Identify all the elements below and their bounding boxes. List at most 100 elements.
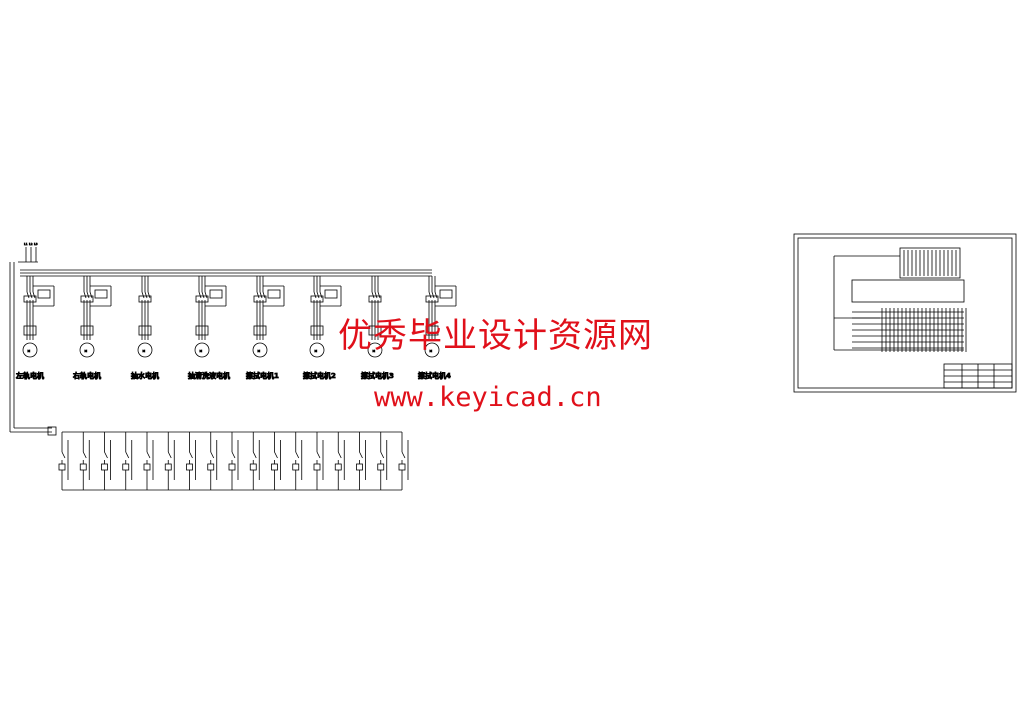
rung-contact: [274, 451, 278, 459]
contactor-contact: [32, 291, 36, 299]
phase-label: L2: [29, 242, 33, 246]
rung-contact: [380, 451, 385, 459]
contactor-contact: [374, 291, 378, 299]
control-rung: [292, 432, 303, 490]
rung-contact: [189, 451, 193, 459]
motor-letter: M: [28, 349, 31, 353]
rung-contact: [252, 451, 257, 459]
phase-label: L1: [24, 242, 28, 246]
control-rung: [271, 432, 281, 490]
rung-coil: [313, 463, 321, 471]
thermal-relay-box: [310, 325, 324, 336]
contactor-contact: [89, 291, 93, 299]
motor-letter: M: [200, 349, 203, 353]
contactor-contact: [313, 291, 317, 299]
motor-branch: M 擦拭电机1: [246, 276, 285, 380]
contactor-contact: [377, 291, 381, 299]
rung-contact: [146, 451, 151, 459]
reversing-contactor-box: [324, 289, 338, 299]
motor-symbol: [252, 342, 268, 358]
control-rung: [228, 432, 239, 490]
contactor-contact: [26, 291, 30, 299]
contactor-box: [23, 295, 37, 303]
motor-letter: M: [85, 349, 88, 353]
contactor-row-box: [851, 279, 965, 303]
contactor-box: [138, 295, 152, 303]
contactor-contact: [256, 291, 260, 299]
contactor-contact: [29, 291, 33, 299]
motor-label: 抽水电机: [131, 371, 159, 380]
contactor-contact: [201, 291, 205, 299]
control-rung: [186, 432, 196, 490]
motor-branch: M 右轨电机: [72, 276, 112, 380]
contactor-contact: [371, 291, 375, 299]
contactor-contact: [141, 291, 145, 299]
contactor-box: [368, 295, 382, 303]
terminal-header-block: [899, 247, 961, 279]
contactor-contact: [259, 291, 263, 299]
thermal-relay-box: [138, 325, 152, 336]
rung-coil: [207, 463, 215, 471]
sheet-outer-frame: [793, 233, 1017, 393]
contactor-box: [253, 295, 267, 303]
motor-symbol: [194, 342, 210, 358]
control-rung: [79, 432, 90, 490]
control-fuse: [47, 426, 57, 436]
motor-label: 右轨电机: [72, 371, 101, 380]
rung-coil: [164, 463, 172, 471]
motor-branch: M 左轨电机: [15, 276, 55, 380]
control-circuit: [47, 426, 409, 491]
reversing-contactor-box: [267, 289, 281, 299]
rung-coil: [334, 463, 342, 471]
contactor-box: [310, 295, 324, 303]
thermal-relay-box: [80, 325, 94, 336]
thermal-relay-box: [195, 325, 209, 336]
contactor-box: [425, 295, 439, 303]
rung-contact: [401, 451, 406, 459]
motor-letter: M: [258, 349, 261, 353]
motor-symbol: [79, 342, 95, 358]
rung-coil: [398, 463, 406, 471]
motor-label: 左轨电机: [15, 371, 44, 380]
watermark-title: 优秀毕业设计资源网: [338, 316, 653, 356]
rung-contact: [359, 451, 363, 459]
control-rung: [356, 432, 366, 490]
thermal-relay-box: [23, 325, 37, 336]
rung-contact: [82, 451, 87, 459]
control-rung: [207, 432, 218, 490]
rung-contact: [167, 451, 172, 459]
motor-symbol: [309, 342, 325, 358]
rung-contact: [295, 451, 300, 459]
rung-contact: [210, 451, 215, 459]
contactor-contact: [316, 291, 320, 299]
phase-label: L3: [34, 242, 38, 246]
layout-sheet-thumbnail: [793, 233, 1017, 393]
rung-contact: [61, 451, 66, 459]
motor-symbol: [424, 342, 440, 358]
contactor-contact: [86, 291, 90, 299]
contactor-contact: [83, 291, 87, 299]
contactor-contact: [262, 291, 266, 299]
control-rung: [377, 432, 388, 490]
control-rung: [313, 432, 324, 490]
motor-label: 擦拭电机1: [246, 371, 279, 380]
control-rung: [143, 432, 154, 490]
rung-coil: [79, 463, 87, 471]
control-rung: [58, 432, 69, 490]
rung-coil: [143, 463, 151, 471]
contactor-contact: [147, 291, 151, 299]
rung-coil: [58, 463, 66, 471]
control-rung: [398, 432, 409, 490]
reversing-contactor-box: [439, 289, 453, 299]
rung-contact: [316, 451, 321, 459]
contactor-box: [195, 295, 209, 303]
motor-letter: M: [373, 349, 376, 353]
thermal-relay-box: [425, 325, 439, 336]
motor-label: 擦拭电机4: [418, 371, 451, 380]
